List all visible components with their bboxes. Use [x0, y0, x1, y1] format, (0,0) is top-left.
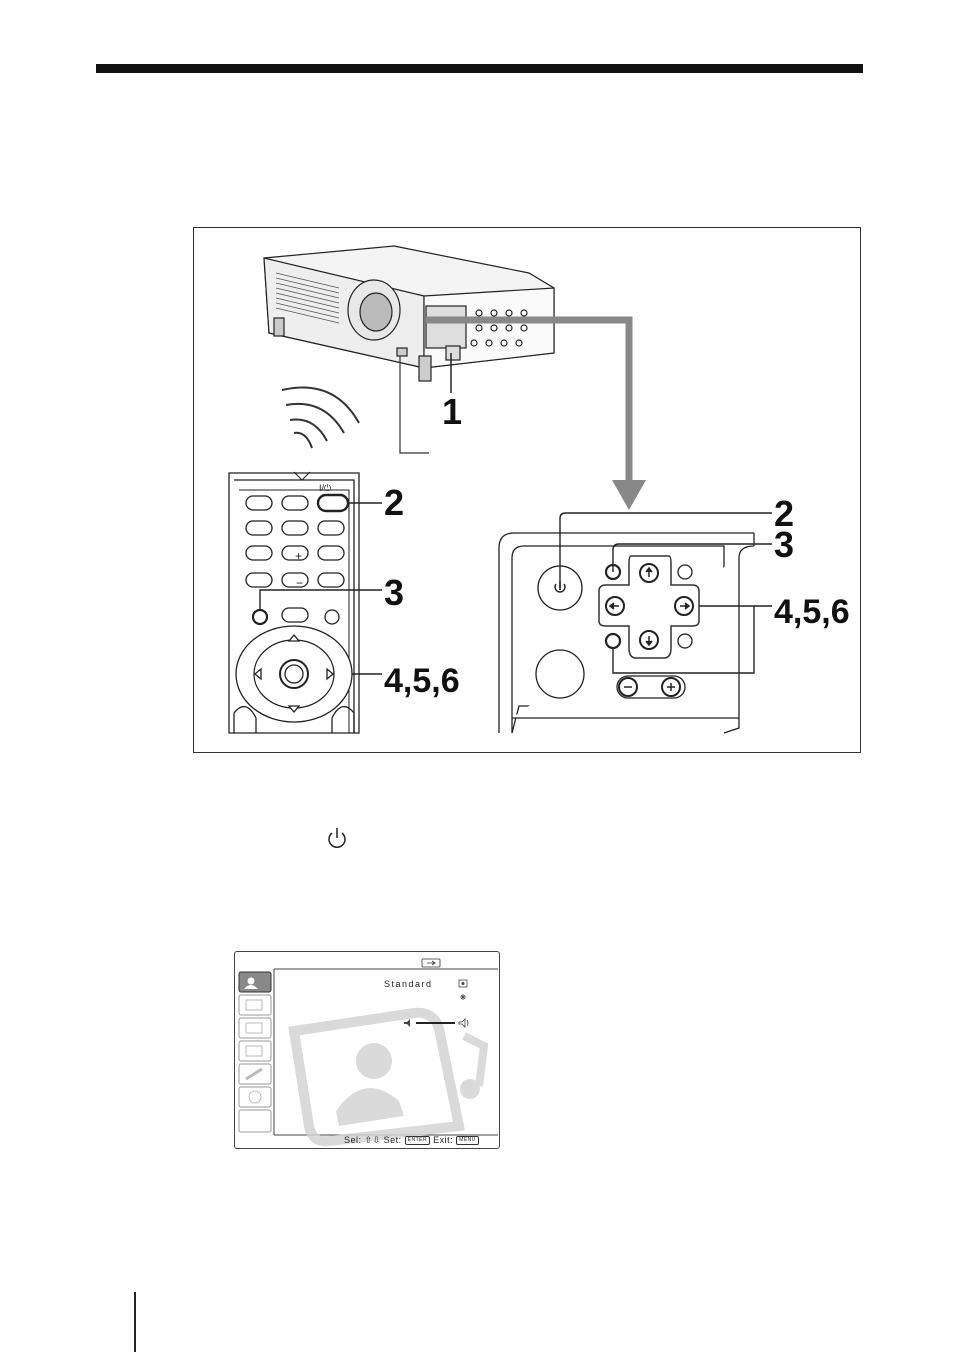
- menu-key: MENU: [456, 1136, 479, 1146]
- sel-label: Sel:: [344, 1135, 362, 1145]
- remote-power-label: I/⏻: [319, 483, 331, 493]
- callout-panel-steps-456: 4,5,6: [774, 593, 850, 631]
- power-icon: [325, 826, 349, 852]
- section-title-bar: [96, 64, 863, 73]
- enter-key: ENTER: [404, 1136, 431, 1146]
- callout-step-1: 1: [442, 391, 462, 432]
- remote-plus-icon: +: [295, 549, 302, 563]
- picture-mode-value: Standard: [384, 979, 433, 989]
- exit-label: Exit:: [433, 1135, 454, 1145]
- ir-signal-waves: [281, 386, 360, 449]
- callout-remote-step-2: 2: [384, 482, 404, 523]
- menu-graphics: [238, 958, 498, 1147]
- control-panel: [498, 532, 755, 734]
- zoom-arrow: [426, 316, 646, 510]
- menu-sidebar: [238, 971, 272, 1133]
- figure-box: 1: [193, 227, 861, 753]
- remote-control: [228, 471, 360, 734]
- callout-remote-step-3: 3: [384, 572, 404, 613]
- set-label: Set:: [383, 1135, 402, 1145]
- projector: [263, 245, 555, 382]
- up-down-arrows-icon: ⇧⇩: [364, 1135, 381, 1145]
- callout-panel-step-3: 3: [774, 524, 794, 565]
- picture-menu-screen: Standard Sel: ⇧⇩ Set: ENTER Exit: MENU: [234, 951, 500, 1149]
- brightness-icon: [460, 994, 466, 1000]
- picture-menu-watermark-icon: [288, 1007, 489, 1147]
- projector-illustration: 1: [228, 245, 850, 734]
- callout-panel-step-2: 2: [774, 493, 794, 534]
- volume-slider: [404, 1018, 469, 1028]
- callout-remote-steps-456: 4,5,6: [384, 662, 460, 700]
- remote-minus-icon: −: [296, 576, 303, 590]
- menu-footer: Sel: ⇧⇩ Set: ENTER Exit: MENU: [344, 1135, 479, 1146]
- page-margin-rule: [134, 1292, 136, 1352]
